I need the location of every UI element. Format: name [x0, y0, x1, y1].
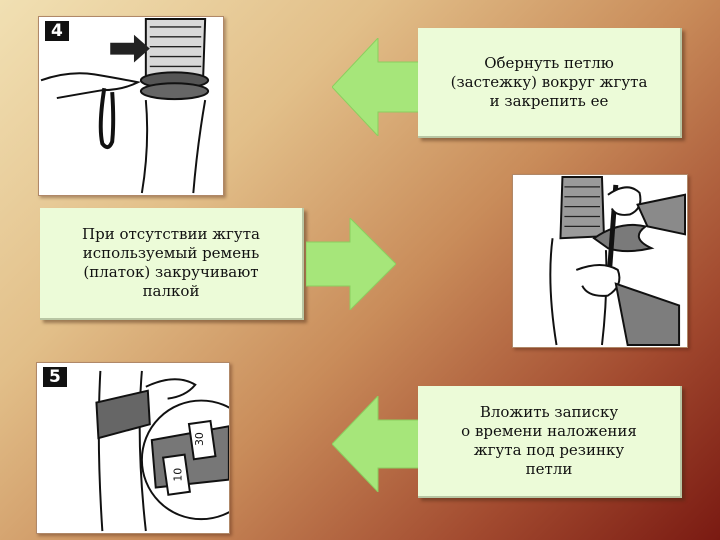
step-number-badge: 4 [45, 21, 69, 41]
arrow-left-icon [332, 38, 420, 136]
illustration-step-4: 4 [38, 16, 224, 196]
stick-twist-tourniquet-illustration [549, 175, 686, 347]
note-hours-label: 10 [171, 468, 184, 482]
caption-wrap-loop: Обернуть петлю (застежку) вокруг жгута и… [418, 28, 682, 138]
tourniquet-loop-illustration [40, 17, 210, 194]
step-number-badge: 5 [43, 367, 67, 387]
tourniquet-note-illustration: 10 30 [95, 370, 229, 532]
illustration-step-5: 10 30 5 [36, 362, 230, 534]
caption-insert-note: Вложить записку о времени наложения жгут… [418, 386, 682, 498]
illustration-stick-twist [512, 174, 688, 348]
arrow-left-icon [332, 396, 420, 492]
arrow-right-icon [306, 218, 396, 310]
note-minutes-label: 30 [193, 432, 206, 446]
caption-belt-stick: При отсутствии жгута используемый ремень… [40, 208, 304, 320]
